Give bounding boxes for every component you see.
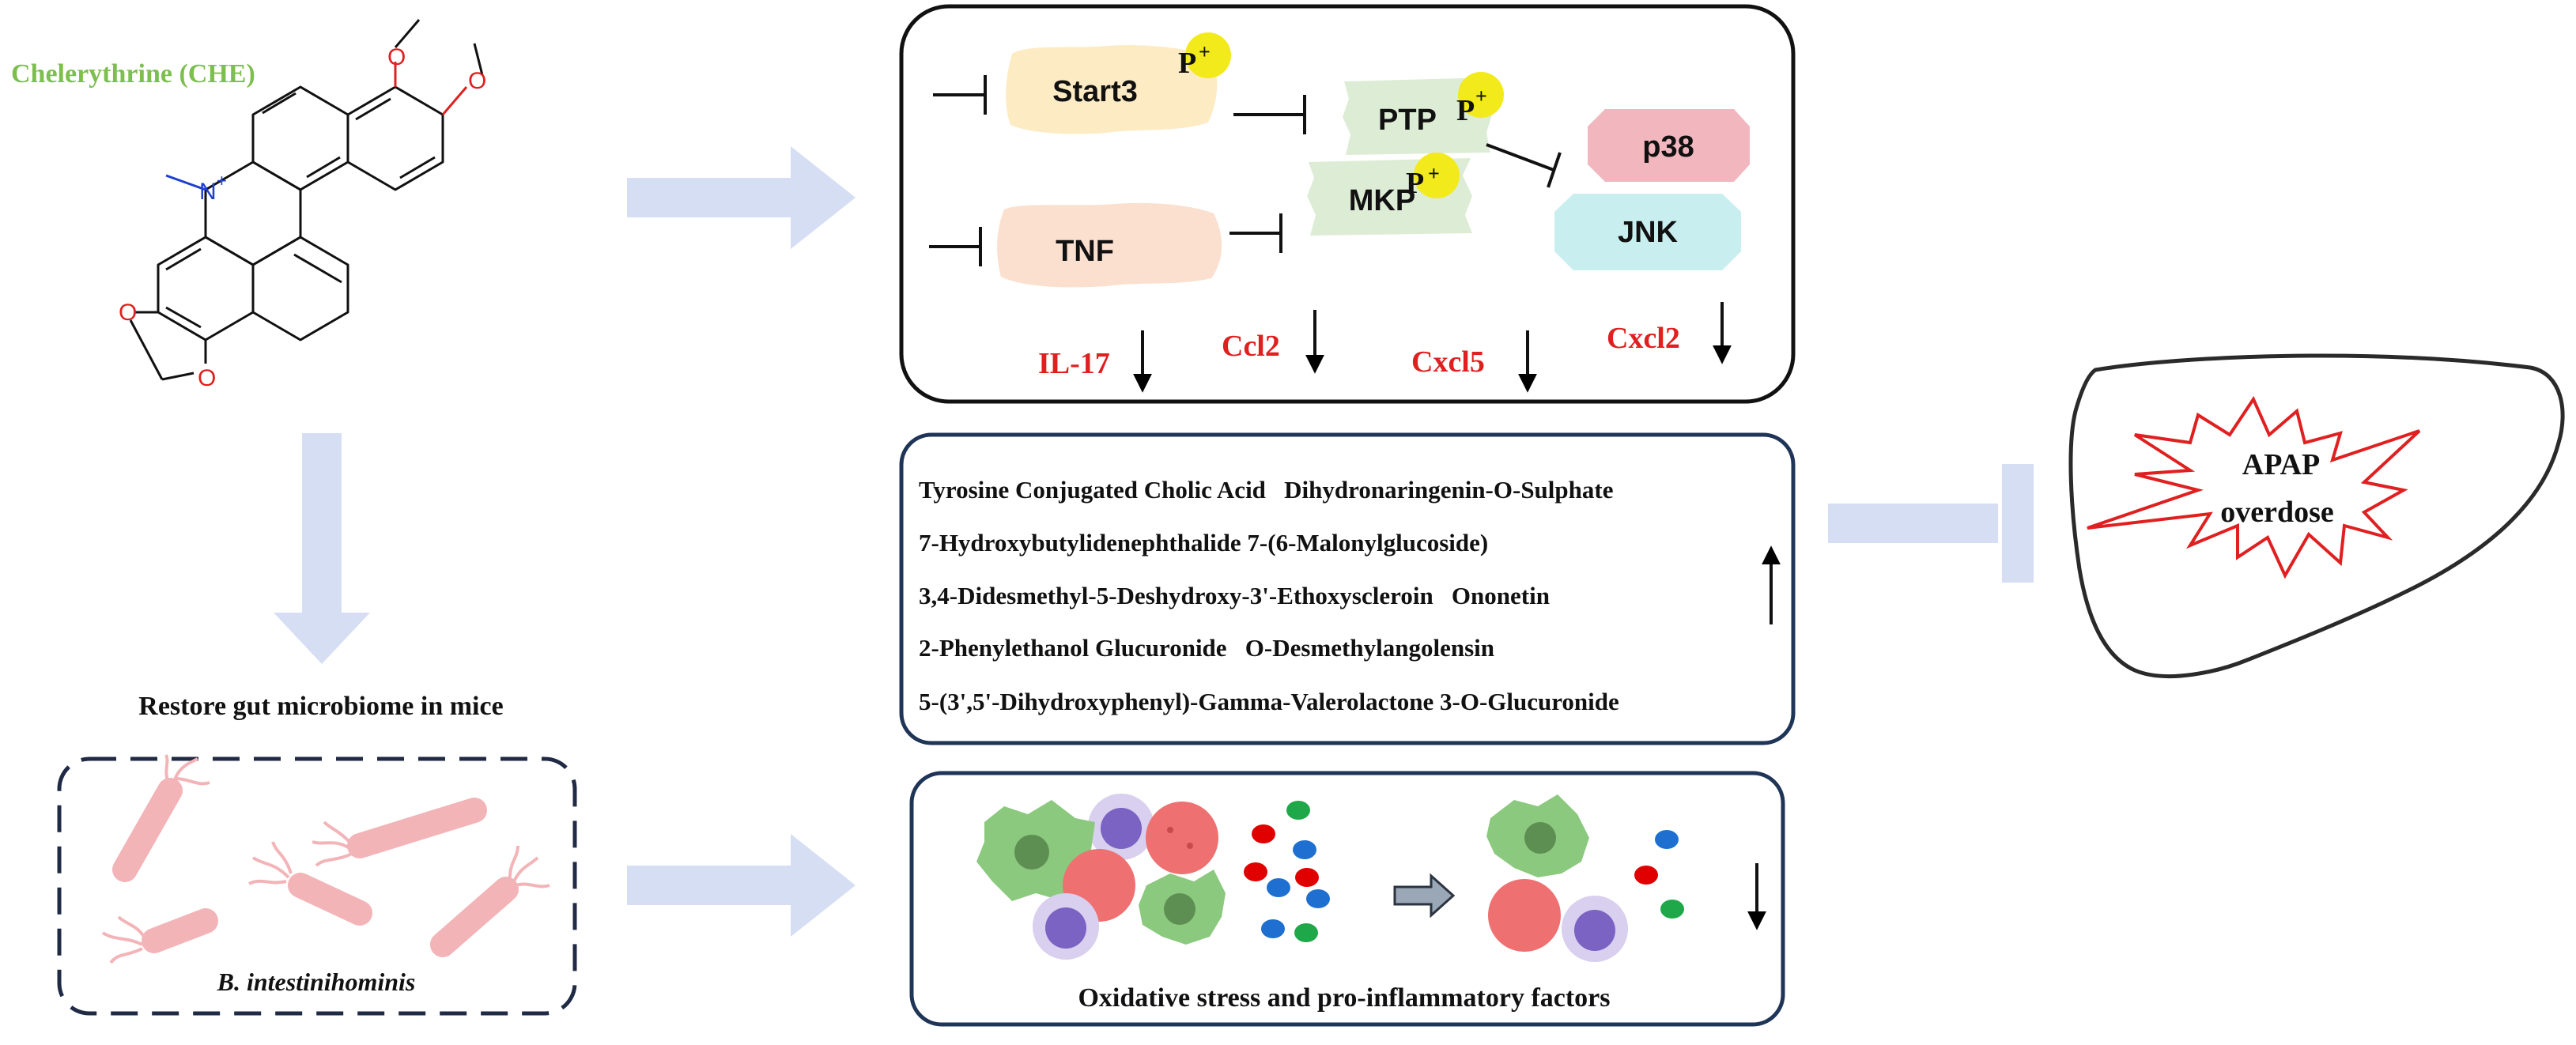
nitrogen-atom: N [199, 179, 217, 205]
cytokine-il17: IL-17 [1038, 347, 1110, 380]
start3-phospho-p: P [1178, 47, 1196, 80]
p38-node [1588, 109, 1750, 182]
mkp-label: MKP [1349, 184, 1415, 217]
inflammation-panel: Oxidative stress and pro-inflammatory fa… [909, 771, 1785, 1027]
arrow-compound-to-pathway [627, 146, 856, 249]
mediators-after [1634, 830, 1684, 919]
mediators-before [1244, 801, 1330, 942]
tnf-label: TNF [1056, 235, 1114, 268]
metabolite-line-3: 3,4-Didesmethyl-5-Deshydroxy-3'-Ethoxysc… [919, 582, 1550, 609]
overdose-label: overdose [2220, 496, 2334, 529]
metabolite-line-2: 7-Hydroxybutylidenephthalide 7-(6-Malony… [919, 529, 1488, 556]
lymphocyte-cell [1088, 794, 1154, 860]
arrow-compound-to-microbiome [274, 433, 370, 664]
blue-dot [1267, 878, 1290, 897]
cells-before-treatment [976, 794, 1226, 960]
nitrogen-charge: + [217, 171, 227, 191]
blue-dot [1306, 889, 1330, 908]
start3-phospho-sup: + [1199, 40, 1211, 63]
metabolite-line-4: 2-Phenylethanol Glucuronide O-Desmethyla… [919, 634, 1494, 662]
start3-node [1006, 44, 1218, 134]
flow-arrows [274, 146, 2034, 937]
bacterium-1 [112, 754, 210, 882]
jnk-node [1554, 194, 1741, 270]
tnf-node [997, 202, 1222, 288]
red-dot [1295, 868, 1319, 887]
species-name: B. intestinihominis [217, 968, 416, 996]
ptp-inhibits-p38 [1486, 143, 1562, 188]
metabolites-panel: Tyrosine Conjugated Cholic Acid Dihydron… [899, 432, 1796, 745]
bacterium-4 [101, 908, 218, 964]
metabolite-line-5: 5-(3',5'-Dihydroxyphenyl)-Gamma-Valerola… [919, 688, 1619, 715]
mkp-phospho-sup: + [1428, 162, 1440, 185]
damaged-cell [1146, 802, 1218, 874]
macrophage-cell [1486, 794, 1589, 877]
ptp-label: PTP [1378, 104, 1437, 137]
apap-label: APAP [2242, 448, 2321, 481]
ptp-node [1343, 77, 1492, 155]
tnf-inhibits-mkp [1229, 213, 1282, 253]
mkp-phospho: P + [1406, 153, 1460, 200]
blue-dot [1293, 840, 1316, 859]
lymphocyte-cell [1562, 896, 1628, 962]
cytokine-cxcl5: Cxcl5 [1411, 345, 1485, 379]
p38-label: p38 [1642, 130, 1694, 164]
metabolite-line-1: Tyrosine Conjugated Cholic Acid Dihydron… [919, 476, 1613, 504]
red-dot [1244, 862, 1267, 881]
ptp-phospho: P + [1456, 72, 1504, 127]
mkp-phospho-p: P [1406, 167, 1424, 200]
compound-name: Chelerythrine (CHE) [11, 59, 255, 89]
ptp-phospho-sup: + [1475, 85, 1487, 108]
microbiome-title: Restore gut microbiome in mice [138, 692, 503, 721]
lymphocyte-cell [1033, 893, 1099, 960]
microbiome-box [57, 756, 577, 1016]
red-dot [1634, 866, 1658, 885]
compound-panel: Chelerythrine (CHE) [11, 19, 486, 391]
start3-label: Start3 [1052, 75, 1138, 108]
cytokine-ccl2: Ccl2 [1222, 330, 1280, 363]
inflammation-caption: Oxidative stress and pro-inflammatory fa… [1078, 983, 1610, 1013]
pathway-panel: Start3 TNF PTP MKP p38 JNK P + P + P + [899, 4, 1796, 404]
green-dot [1660, 900, 1684, 919]
liver-panel: APAP overdose [2068, 353, 2565, 679]
jnk-label: JNK [1618, 216, 1679, 249]
ptp-phospho-p: P [1456, 94, 1475, 127]
blue-dot [1655, 830, 1679, 849]
apap-starburst [2087, 395, 2421, 579]
bacterium-5 [430, 845, 550, 957]
bacterium-2 [312, 798, 487, 867]
macrophage-cell [1139, 870, 1226, 945]
arrow-microbiome-to-inflammation [627, 834, 856, 937]
inhibition-bar-shaft [1828, 504, 1998, 543]
cytokine-cxcl2: Cxcl2 [1607, 322, 1680, 355]
dioxole-oxygen-2: O [198, 365, 216, 391]
green-dot [1294, 923, 1318, 942]
metabolites-box [899, 432, 1796, 745]
chelerythrine-structure [129, 19, 484, 381]
damaged-cell [1488, 879, 1561, 952]
inhibition-bar-head [2002, 464, 2034, 583]
cells-after-treatment [1486, 794, 1628, 962]
bacterium-3 [248, 841, 372, 926]
methoxy-oxygen-1: O [387, 44, 406, 70]
start3-inhibits-ptp [1233, 95, 1306, 134]
blue-dot [1261, 919, 1285, 938]
microbiome-panel: Restore gut microbiome in mice B. intest… [57, 692, 577, 1016]
inhibit-tnf [929, 227, 982, 266]
dioxole-oxygen-1: O [119, 300, 137, 326]
inhibit-start3 [933, 75, 987, 115]
green-dot [1286, 801, 1310, 820]
start3-phospho: P + [1178, 32, 1231, 80]
inhibition-edges [929, 75, 1562, 266]
red-dot [1252, 824, 1275, 843]
transition-arrow [1393, 873, 1456, 919]
methoxy-oxygen-2: O [468, 68, 486, 94]
